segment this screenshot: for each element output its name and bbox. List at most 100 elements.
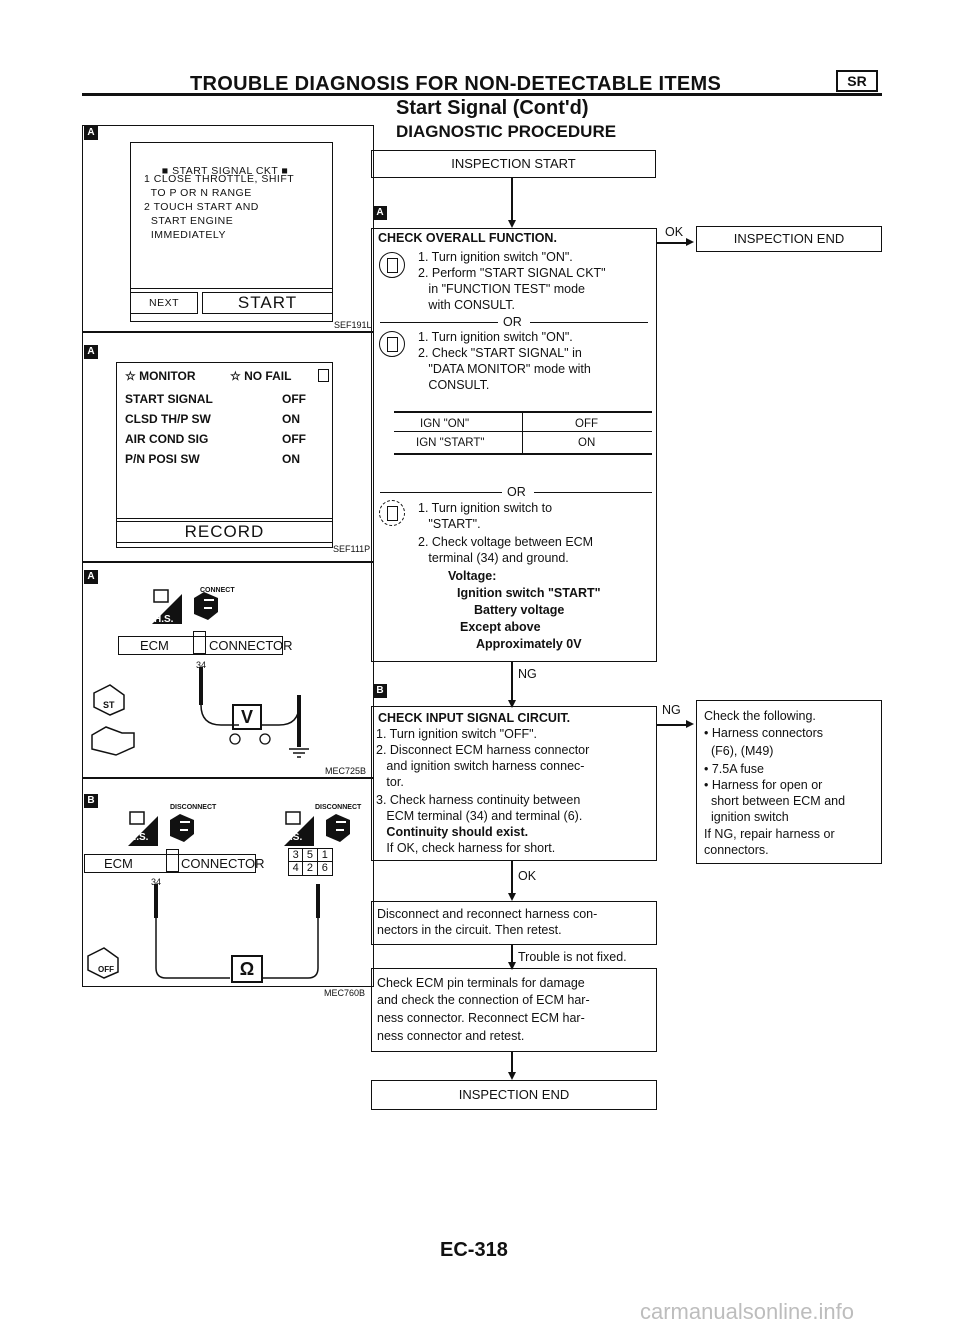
figure-ref: SEF191L bbox=[334, 320, 372, 330]
check-ecm-box bbox=[371, 968, 657, 1052]
check-following-line: short between ECM and bbox=[704, 794, 846, 808]
figure-ref: SEF111P bbox=[333, 544, 371, 554]
table-cell: ON bbox=[578, 437, 596, 449]
check-ecm-line: Check ECM pin terminals for damage bbox=[377, 976, 585, 990]
check-step: 1. Turn ignition switch "OFF". bbox=[376, 727, 538, 741]
monitor-row-value: ON bbox=[282, 412, 300, 426]
ignition-off-label: OFF bbox=[98, 965, 114, 974]
flow-connector bbox=[511, 178, 513, 222]
monitor-row-value: OFF bbox=[282, 432, 306, 446]
voltage-spec: Ignition switch "START" bbox=[457, 586, 601, 600]
check-following-line: • 7.5A fuse bbox=[704, 762, 764, 776]
inspection-end-label: INSPECTION END bbox=[733, 231, 845, 246]
pin-number: 34 bbox=[196, 660, 207, 670]
check-step: tor. bbox=[376, 775, 404, 789]
voltage-spec: Approximately 0V bbox=[476, 637, 582, 651]
start-button[interactable]: START bbox=[202, 292, 333, 314]
check-following-line: connectors. bbox=[704, 843, 769, 857]
check-input-signal-box bbox=[371, 706, 657, 861]
or-rule bbox=[380, 492, 502, 493]
or-rule bbox=[534, 492, 652, 493]
table-rule-top bbox=[394, 411, 652, 413]
reconnect-line: nectors in the circuit. Then retest. bbox=[377, 923, 562, 937]
section-heading: DIAGNOSTIC PROCEDURE bbox=[396, 122, 617, 141]
check-step: ECM terminal (34) and terminal (6). bbox=[376, 809, 583, 823]
voltage-spec: Battery voltage bbox=[474, 603, 565, 617]
connect-harness-icon bbox=[152, 589, 218, 624]
record-button[interactable]: RECORD bbox=[116, 521, 333, 543]
check-following-line: • Harness for open or bbox=[704, 778, 823, 792]
monitor-row-label: P/N POSI SW bbox=[125, 452, 200, 466]
ohmmeter-label: Ω bbox=[239, 959, 255, 979]
flow-connector bbox=[511, 1052, 513, 1074]
check-step: 1. Turn ignition switch to bbox=[418, 501, 553, 515]
figure-ref: MEC725B bbox=[325, 766, 367, 776]
nofail-label-text: NO FAIL bbox=[244, 369, 292, 383]
table-cell: IGN "START" bbox=[416, 437, 485, 449]
panel-badge-a: A bbox=[84, 570, 98, 584]
inspection-end-box: INSPECTION END bbox=[696, 226, 882, 252]
check-step: 2. Perform "START SIGNAL CKT" bbox=[418, 266, 606, 280]
connector-label: CONNECTOR bbox=[181, 856, 265, 871]
panel-badge-a: A bbox=[84, 345, 98, 359]
left-divider-1 bbox=[82, 331, 374, 333]
not-fixed-label: Trouble is not fixed. bbox=[518, 950, 627, 964]
connect-label: CONNECT bbox=[200, 587, 235, 594]
next-button[interactable]: NEXT bbox=[130, 292, 198, 314]
panel-badge-b: B bbox=[84, 794, 98, 808]
table-col-divider bbox=[522, 413, 523, 453]
check-step: 1. Turn ignition switch "ON". bbox=[418, 330, 573, 344]
record-checkbox-icon bbox=[318, 369, 329, 382]
check-step: 3. Check harness continuity between bbox=[376, 793, 581, 807]
arrow-down-icon bbox=[508, 220, 516, 228]
ng-label: NG bbox=[662, 703, 681, 717]
screen-line-2: TO P OR N RANGE bbox=[144, 187, 252, 199]
pin-number: 34 bbox=[151, 877, 162, 887]
ok-label: OK bbox=[518, 869, 537, 883]
section-badge: SR bbox=[836, 70, 878, 92]
check-following-line: (F6), (M49) bbox=[704, 744, 774, 758]
left-divider-3 bbox=[82, 777, 374, 779]
flow-connector bbox=[511, 861, 513, 895]
arrow-right-icon bbox=[686, 238, 694, 246]
left-column bbox=[82, 125, 374, 987]
monitor-label: ☆ MONITOR bbox=[125, 368, 196, 384]
check-step: and ignition switch harness connec- bbox=[376, 759, 585, 773]
screen-line-5: IMMEDIATELY bbox=[144, 229, 226, 241]
terminal-cell: 4 bbox=[289, 862, 304, 875]
inspection-start-box: INSPECTION START bbox=[371, 150, 656, 178]
next-button-label: NEXT bbox=[148, 297, 179, 309]
check-step: 2. Check voltage between ECM bbox=[418, 535, 594, 549]
check-following-line: If NG, repair harness or bbox=[704, 827, 835, 841]
star-icon: ☆ bbox=[230, 369, 245, 383]
start-button-label: START bbox=[237, 293, 298, 312]
check-following-box bbox=[696, 700, 882, 864]
arrow-right-icon bbox=[686, 720, 694, 728]
screen-header: ■ START SIGNAL CKT ■ bbox=[155, 147, 288, 179]
consult-icon bbox=[379, 331, 405, 357]
check-step: 2. Check "START SIGNAL" in bbox=[418, 346, 582, 360]
check-ecm-line: ness connector. Reconnect ECM har- bbox=[377, 1011, 585, 1025]
check-ecm-line: ness connector and retest. bbox=[377, 1029, 525, 1043]
terminal-grid: 3 5 1 4 2 6 bbox=[288, 848, 333, 876]
check-title: CHECK INPUT SIGNAL CIRCUIT. bbox=[378, 711, 571, 725]
consult-screen-monitor bbox=[116, 362, 333, 548]
left-divider-2 bbox=[82, 561, 374, 563]
check-step: CONSULT. bbox=[418, 378, 490, 392]
check-step: with CONSULT. bbox=[418, 298, 516, 312]
monitor-row-label: AIR COND SIG bbox=[125, 432, 209, 446]
arrow-down-icon bbox=[508, 700, 516, 708]
monitor-row-label: CLSD TH/P SW bbox=[125, 412, 211, 426]
screen-rule bbox=[116, 518, 333, 519]
ecm-label: ECM bbox=[104, 856, 133, 871]
star-icon: ☆ bbox=[125, 369, 140, 383]
continuity-spec: Continuity should exist. bbox=[376, 825, 529, 839]
arrow-down-icon bbox=[508, 893, 516, 901]
page-title: TROUBLE DIAGNOSIS FOR NON-DETECTABLE ITE… bbox=[190, 73, 722, 95]
consult-screen-start bbox=[130, 142, 333, 322]
figure-ref: MEC760B bbox=[324, 988, 366, 998]
voltmeter-label: V bbox=[240, 707, 253, 727]
ng-label: NG bbox=[518, 667, 537, 681]
monitor-row-value: OFF bbox=[282, 392, 306, 406]
ohmmeter-icon: Ω bbox=[231, 955, 263, 983]
